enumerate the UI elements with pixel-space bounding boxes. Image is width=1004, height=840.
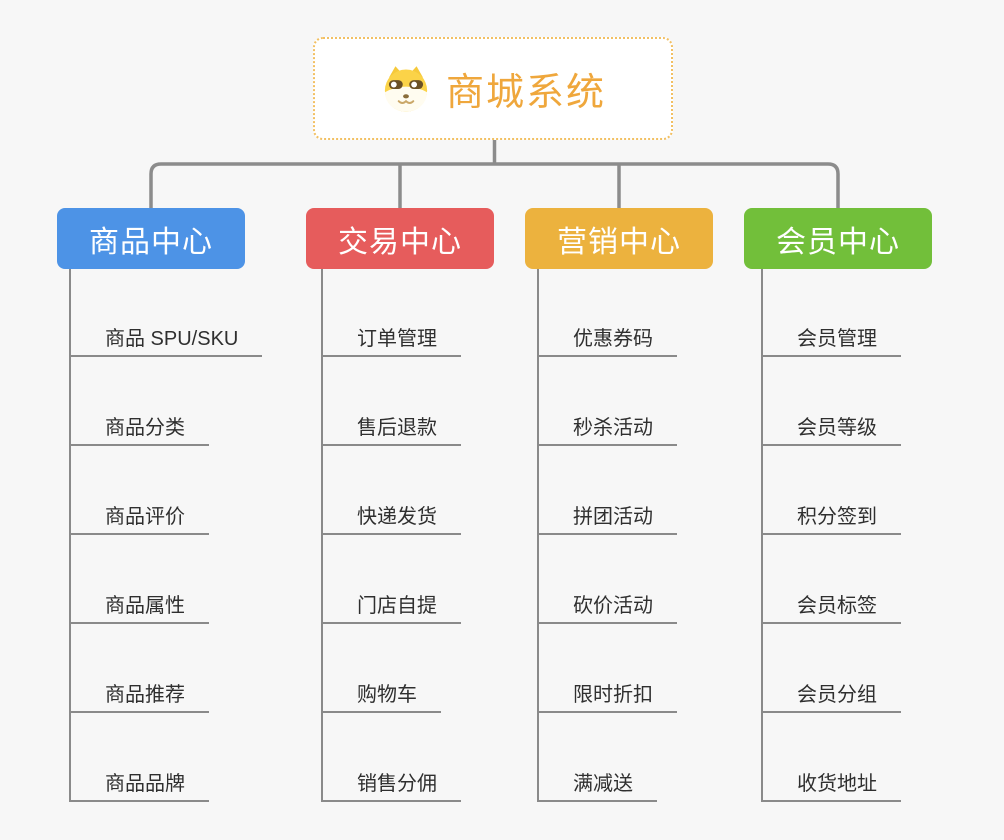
leaf-item[interactable]: 砍价活动 xyxy=(538,535,677,624)
leaf-item[interactable]: 积分签到 xyxy=(762,446,901,535)
leaf-item[interactable]: 会员标签 xyxy=(762,535,901,624)
branch-label: 交易中心 xyxy=(338,225,462,259)
leaf-item[interactable]: 优惠券码 xyxy=(538,268,677,357)
leaf-item[interactable]: 会员等级 xyxy=(762,357,901,446)
leaf-item[interactable]: 门店自提 xyxy=(322,535,461,624)
leaf-item[interactable]: 购物车 xyxy=(322,624,441,713)
leaf-item[interactable]: 限时折扣 xyxy=(538,624,677,713)
leaf-item[interactable]: 收货地址 xyxy=(762,713,901,802)
leaf-item[interactable]: 商品属性 xyxy=(70,535,209,624)
marketing-center-items: 优惠券码 秒杀活动 拼团活动 砍价活动 限时折扣 满减送 xyxy=(538,268,677,802)
branch-label: 会员中心 xyxy=(776,225,900,259)
trade-center-items: 订单管理 售后退款 快递发货 门店自提 购物车 销售分佣 xyxy=(322,268,461,802)
root-title: 商城系统 xyxy=(445,72,606,114)
leaf-item[interactable]: 秒杀活动 xyxy=(538,357,677,446)
leaf-item[interactable]: 订单管理 xyxy=(322,268,461,357)
leaf-item[interactable]: 商品 SPU/SKU xyxy=(70,268,263,357)
branch-label: 商品中心 xyxy=(89,225,213,259)
leaf-item[interactable]: 商品分类 xyxy=(70,357,209,446)
leaf-item[interactable]: 售后退款 xyxy=(322,357,461,446)
member-center-items: 会员管理 会员等级 积分签到 会员标签 会员分组 收货地址 xyxy=(762,268,901,802)
leaf-item[interactable]: 快递发货 xyxy=(322,446,461,535)
branch-marketing-center[interactable]: 营销中心 xyxy=(525,208,713,269)
leaf-item[interactable]: 拼团活动 xyxy=(538,446,677,535)
branch-trade-center[interactable]: 交易中心 xyxy=(306,208,494,269)
branch-product-center[interactable]: 商品中心 xyxy=(57,208,245,269)
leaf-item[interactable]: 商品推荐 xyxy=(70,624,209,713)
shiba-dog-icon xyxy=(384,65,428,112)
leaf-item[interactable]: 会员管理 xyxy=(762,268,901,357)
leaf-item[interactable]: 商品评价 xyxy=(70,446,209,535)
leaf-item[interactable]: 商品品牌 xyxy=(70,713,209,802)
root-node[interactable]: 商城系统 xyxy=(313,37,673,140)
branch-member-center[interactable]: 会员中心 xyxy=(744,208,932,269)
product-center-items: 商品 SPU/SKU 商品分类 商品评价 商品属性 商品推荐 商品品牌 xyxy=(70,268,263,802)
leaf-item[interactable]: 满减送 xyxy=(538,713,657,802)
leaf-item[interactable]: 会员分组 xyxy=(762,624,901,713)
branch-label: 营销中心 xyxy=(557,225,681,259)
leaf-item[interactable]: 销售分佣 xyxy=(322,713,461,802)
